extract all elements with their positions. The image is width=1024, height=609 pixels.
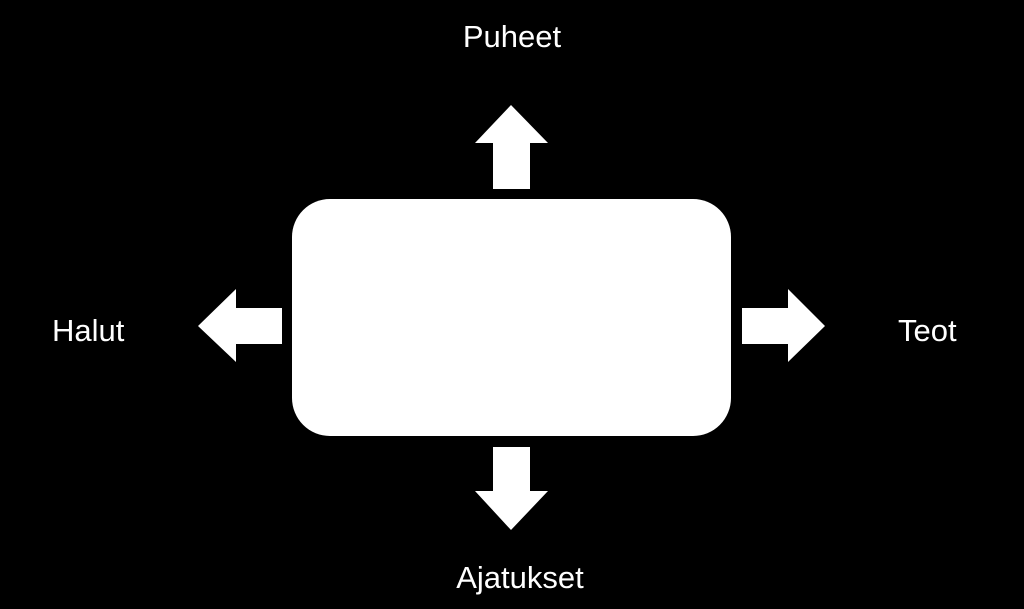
- arrow-right-icon: [742, 289, 825, 362]
- label-teot: Teot: [898, 313, 957, 348]
- arrow-up-icon: [475, 105, 548, 189]
- label-halut: Halut: [52, 313, 125, 348]
- label-ajatukset: Ajatukset: [456, 560, 584, 595]
- arrow-down-icon: [475, 447, 548, 530]
- center-box: [292, 199, 731, 436]
- arrow-left-icon: [198, 289, 282, 362]
- label-puheet: Puheet: [462, 19, 562, 54]
